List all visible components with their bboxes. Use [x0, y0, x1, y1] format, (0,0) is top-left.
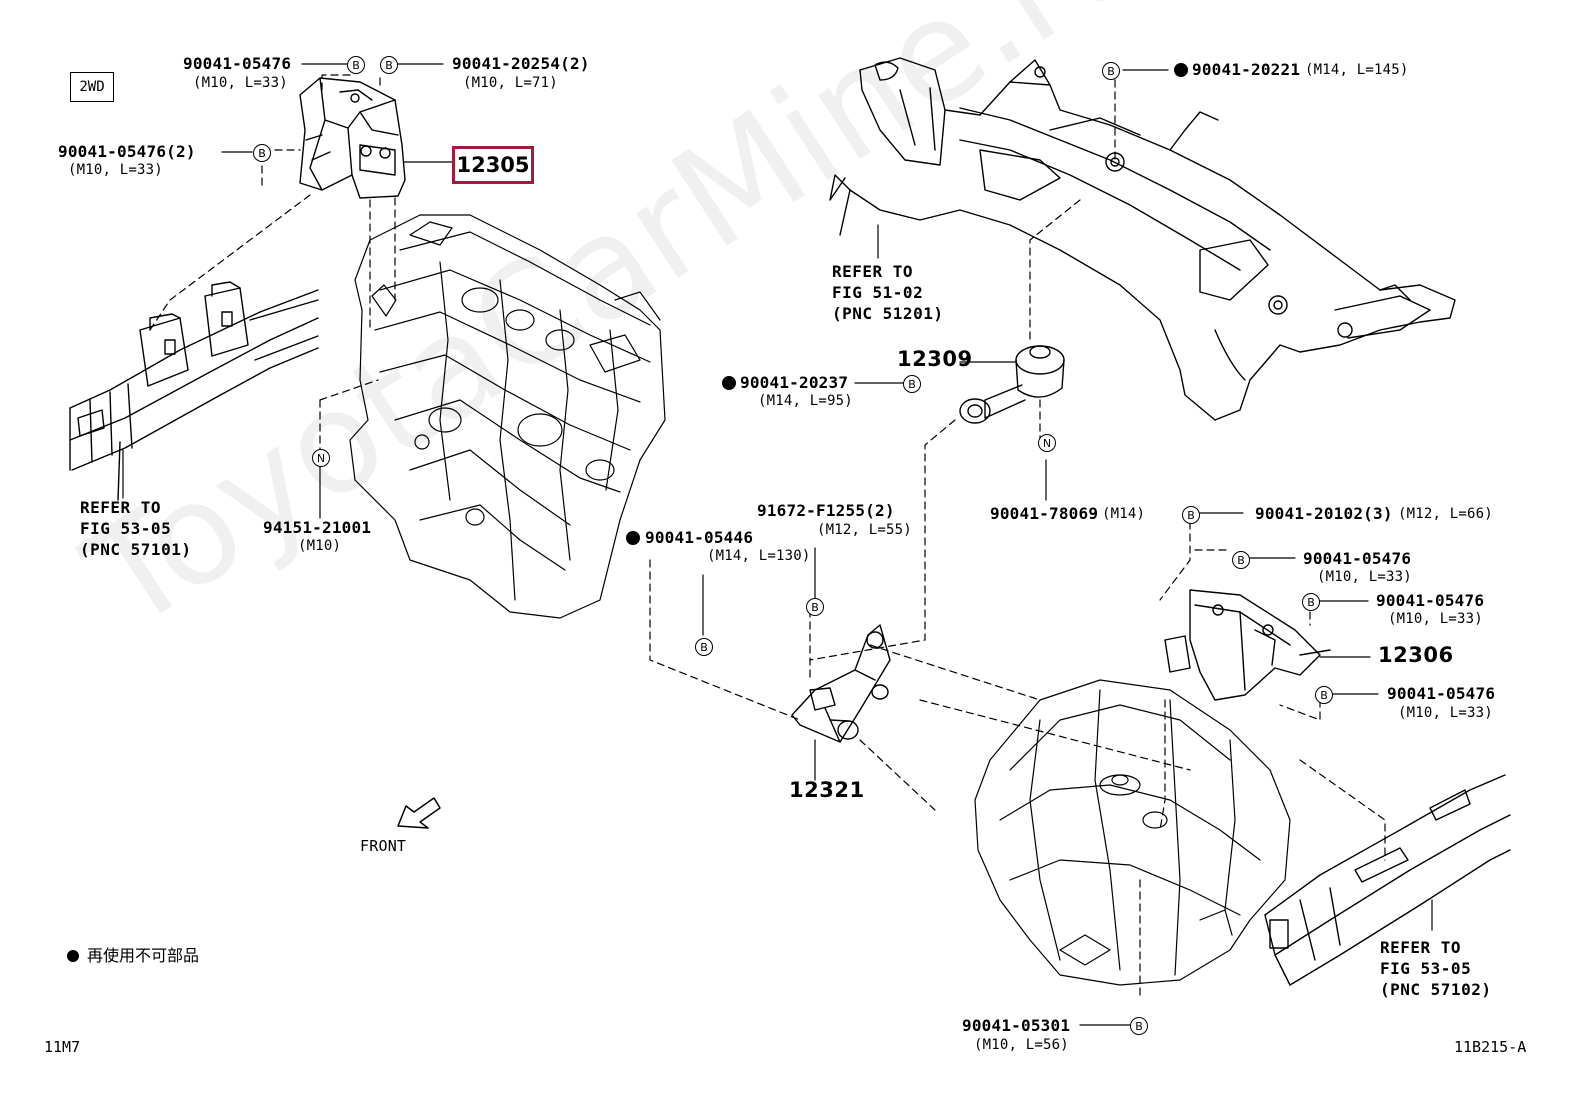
- callout-7-spec: (M14): [1102, 506, 1146, 522]
- torque-rod-drawing: [959, 345, 1065, 424]
- callout-2-part-number[interactable]: 90041-20254(2): [452, 54, 590, 73]
- part-label-12306[interactable]: 12306: [1378, 643, 1454, 667]
- transmission-drawing: [974, 679, 1291, 986]
- b-marker: B: [1182, 506, 1200, 524]
- non-reusable-bullet-icon: [67, 950, 79, 962]
- ref-line: REFER TO: [832, 262, 914, 281]
- rear-mount-drawing: [791, 624, 891, 743]
- ref-line: REFER TO: [80, 498, 162, 517]
- callout-12-part-number[interactable]: 90041-05476: [1376, 591, 1485, 610]
- callout-5-part-number[interactable]: 90041-20237: [740, 373, 849, 392]
- part-label-12321[interactable]: 12321: [789, 778, 865, 802]
- b-marker: B: [253, 144, 271, 162]
- right-frame-drawing: [1264, 774, 1511, 986]
- callout-6-spec: (M10): [298, 538, 342, 554]
- callout-7-part-number[interactable]: 90041-78069: [990, 504, 1099, 523]
- callout-13-spec: (M10, L=33): [1398, 705, 1493, 721]
- callout-12-spec: (M10, L=33): [1388, 611, 1483, 627]
- callout-4-part-number[interactable]: 90041-20221: [1192, 60, 1301, 79]
- b-marker: B: [1102, 62, 1120, 80]
- b-marker: B: [1302, 593, 1320, 611]
- callout-2-spec: (M10, L=71): [463, 75, 558, 91]
- b-marker: B: [347, 56, 365, 74]
- callout-1-part-number[interactable]: 90041-05476: [183, 54, 292, 73]
- callout-8-part-number[interactable]: 90041-20102(3): [1255, 504, 1393, 523]
- subframe-drawing: [829, 57, 1456, 421]
- page-code-left: 11M7: [44, 1038, 81, 1056]
- b-marker: B: [1315, 686, 1333, 704]
- 2wd-badge: 2WD: [70, 72, 114, 102]
- ref-line: REFER TO: [1380, 938, 1462, 957]
- non-reusable-dots: [626, 63, 1188, 545]
- front-label: FRONT: [360, 837, 407, 855]
- refer-fig-53-05-pnc-57101[interactable]: REFER TO FIG 53-05 (PNC 57101): [80, 498, 191, 560]
- callout-4-spec: (M14, L=145): [1305, 62, 1409, 78]
- b-marker: B: [1130, 1017, 1148, 1035]
- n-marker: N: [1038, 434, 1056, 452]
- ref-line: FIG 53-05: [80, 518, 172, 538]
- refer-fig-51-02[interactable]: REFER TO FIG 51-02 (PNC 51201): [832, 262, 943, 324]
- part-label-12309[interactable]: 12309: [897, 347, 973, 371]
- solid-leaders: [122, 63, 1433, 1026]
- refer-fig-53-05-pnc-57102[interactable]: REFER TO FIG 53-05 (PNC 57102): [1380, 938, 1491, 1000]
- callout-11-spec: (M10, L=33): [1317, 569, 1412, 585]
- ref-line: (PNC 57102): [1380, 979, 1492, 999]
- b-marker: B: [380, 56, 398, 74]
- callout-13-part-number[interactable]: 90041-05476: [1387, 684, 1496, 703]
- callout-3-part-number[interactable]: 90041-05476(2): [58, 142, 196, 161]
- front-arrow-icon: [397, 797, 441, 829]
- figure-code-right: 11B215-A: [1454, 1038, 1527, 1056]
- left-frame-drawing: [69, 281, 319, 501]
- callout-14-part-number[interactable]: 90041-05301: [962, 1016, 1071, 1035]
- callout-6-part-number[interactable]: 94151-21001: [263, 518, 372, 537]
- callout-11-part-number[interactable]: 90041-05476: [1303, 549, 1412, 568]
- transmission-mount-drawing: [1164, 589, 1331, 701]
- n-marker: N: [312, 449, 330, 467]
- callout-9-part-number[interactable]: 91672-F1255(2): [757, 501, 895, 520]
- legend: 再使用不可部品: [67, 942, 199, 966]
- callout-9-spec: (M12, L=55): [817, 522, 912, 538]
- ref-line: FIG 51-02: [832, 282, 924, 302]
- callout-3-spec: (M10, L=33): [68, 162, 163, 178]
- callout-5-spec: (M14, L=95): [758, 393, 853, 409]
- callout-8-spec: (M12, L=66): [1398, 506, 1493, 522]
- b-marker: B: [903, 375, 921, 393]
- ref-line: FIG 53-05: [1380, 958, 1472, 978]
- b-marker: B: [1232, 551, 1250, 569]
- legend-text: 再使用不可部品: [87, 946, 200, 965]
- ref-line: (PNC 51201): [832, 303, 944, 323]
- b-marker: B: [695, 638, 713, 656]
- highlighted-part-12305[interactable]: 12305: [452, 146, 534, 184]
- callout-1-spec: (M10, L=33): [193, 75, 288, 91]
- engine-block-drawing: [349, 214, 666, 619]
- ref-line: (PNC 57101): [80, 539, 192, 559]
- callout-10-spec: (M14, L=130): [707, 548, 811, 564]
- callout-14-spec: (M10, L=56): [974, 1037, 1069, 1053]
- callout-10-part-number[interactable]: 90041-05446: [645, 528, 754, 547]
- engine-mount-bracket-drawing: [299, 77, 406, 199]
- b-marker: B: [806, 598, 824, 616]
